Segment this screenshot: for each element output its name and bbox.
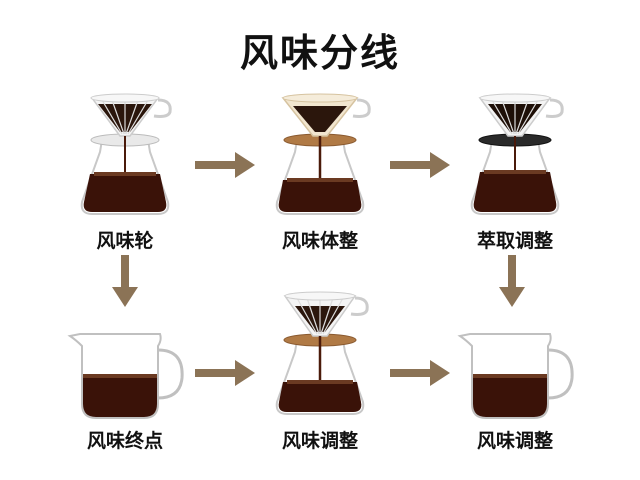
node-label: 萃取调整: [476, 230, 553, 252]
coffee-pitcher-icon: [457, 333, 574, 419]
node-label: 风味体整: [281, 230, 358, 252]
node-label: 风味调整: [281, 430, 358, 452]
arrow-down-icon: [499, 255, 525, 307]
node-flavor-body: 风味体整: [245, 92, 395, 253]
page-title: 风味分线: [239, 31, 400, 75]
pour-over-dripper-icon: [470, 93, 564, 215]
arrow-right-icon: [390, 360, 450, 386]
pour-over-dripper-icon: [80, 93, 172, 215]
pour-over-dripper-icon: [275, 93, 371, 215]
arrow-right-icon: [195, 360, 255, 386]
coffee-pitcher-icon: [67, 333, 184, 419]
node-label: 风味终点: [86, 430, 163, 452]
node-flavor-endpoint: 风味终点: [50, 322, 200, 453]
node-flavor-adjust-right: 风味调整: [440, 322, 590, 453]
node-extraction-adjust: 萃取调整: [440, 92, 590, 253]
node-flavor-adjust-center: 风味调整: [245, 290, 395, 453]
node-label: 风味轮: [96, 230, 154, 252]
node-label: 风味调整: [476, 430, 553, 452]
arrow-down-icon: [112, 255, 138, 307]
pour-over-dripper-icon: [275, 291, 369, 415]
arrow-right-icon: [195, 152, 255, 178]
arrow-right-icon: [390, 152, 450, 178]
node-flavor-wheel: 风味轮: [50, 92, 200, 253]
